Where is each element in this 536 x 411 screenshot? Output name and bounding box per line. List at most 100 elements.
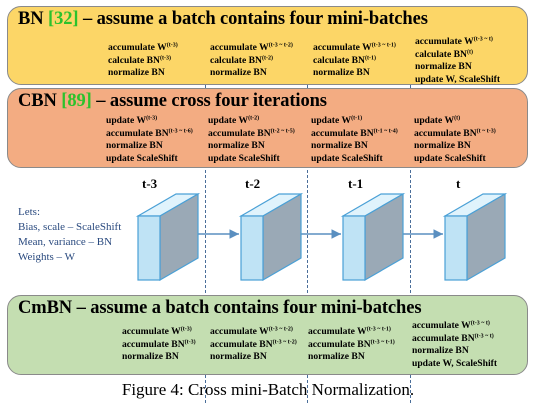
step-line-superscript: (t-2) — [261, 55, 273, 61]
step-line: normalize BN — [108, 67, 178, 80]
bn-title: BN [32] – assume a batch contains four m… — [18, 9, 428, 30]
step-line-text: accumulate BN — [210, 338, 273, 350]
block-front-face — [137, 215, 161, 281]
step-line-text: normalize BN — [412, 345, 469, 356]
step-line-superscript: (t-1) — [351, 115, 363, 122]
step-line: accumulate W(t-3 ~ t) — [412, 320, 497, 333]
step-line-text: update ScaleShift — [106, 152, 178, 164]
step-line: calculate BN(t-2) — [210, 55, 293, 68]
legend-heading: Lets: — [18, 206, 40, 218]
step-line-text: normalize BN — [122, 351, 179, 362]
step-line: update W(t-1) — [311, 115, 398, 128]
step-line: accumulate W(t-3 ~ t-2) — [210, 42, 293, 55]
step-line-text: accumulate W — [210, 42, 269, 53]
step-line-text: accumulate W — [313, 42, 372, 53]
step-line-text: accumulate BN — [308, 338, 371, 350]
time-step-label: t-1 — [348, 176, 364, 191]
bn-step-column: accumulate W(t-3 ~ t-2)calculate BN(t-2)… — [210, 42, 293, 80]
step-line: accumulate W(t-3 ~ t) — [415, 36, 500, 49]
time-block — [135, 192, 201, 282]
time-block — [340, 192, 406, 282]
legend: Lets: Bias, scale – ScaleShift Mean, var… — [18, 205, 121, 265]
step-line: normalize BN — [106, 140, 193, 153]
step-line: update ScaleShift — [106, 153, 193, 166]
step-line-text: normalize BN — [313, 67, 370, 78]
step-line: update ScaleShift — [208, 153, 295, 166]
step-line: normalize BN — [210, 67, 293, 80]
step-line: normalize BN — [414, 140, 496, 153]
step-line-text: accumulate BN — [311, 127, 374, 139]
step-line-text: accumulate W — [108, 42, 167, 53]
step-line: normalize BN — [415, 61, 500, 74]
step-line: accumulate W(t-3 ~ t-1) — [313, 42, 396, 55]
time-step-label: t-2 — [245, 176, 261, 191]
block-front-face — [240, 215, 264, 281]
step-line-text: calculate BN — [108, 54, 160, 66]
step-line-superscript: (t-3 ~ t-1) — [366, 326, 391, 333]
figure-caption: Figure 4: Cross mini-Batch Normalization… — [121, 380, 415, 399]
bn-step-column: accumulate W(t-3)calculate BN(t-3)normal… — [108, 42, 178, 80]
step-line: update W(t) — [414, 115, 496, 128]
step-line-text: normalize BN — [414, 140, 471, 151]
step-line-superscript: (t-3 ~ t) — [473, 36, 493, 43]
step-line: normalize BN — [308, 351, 395, 364]
step-line-text: calculate BN — [210, 54, 262, 66]
cbn-step-column: update W(t-1)accumulate BN(t-1 ~ t-4)nor… — [311, 115, 398, 165]
step-line: accumulate BN(t-3 ~ t-2) — [210, 339, 297, 352]
step-line: normalize BN — [210, 351, 297, 364]
step-line: accumulate BN(t-3 ~ t-6) — [106, 128, 193, 141]
time-divider — [410, 35, 411, 403]
step-line: calculate BN(t-3) — [108, 55, 178, 68]
bn-band: BN [32] – assume a batch contains four m… — [7, 6, 528, 85]
step-line: accumulate W(t-3) — [122, 326, 196, 339]
cmbn-step-column: accumulate W(t-3)accumulate BN(t-3)norma… — [122, 326, 196, 364]
step-line: update W, ScaleShift — [412, 358, 497, 371]
cmbn-step-column: accumulate W(t-3 ~ t-2)accumulate BN(t-3… — [210, 326, 297, 364]
cbn-step-column: update W(t-2)accumulate BN(t-2 ~ t-5)nor… — [208, 115, 295, 165]
time-block — [442, 192, 508, 282]
step-line-text: update W — [414, 115, 455, 126]
step-line: accumulate BN(t-2 ~ t-5) — [208, 128, 295, 141]
step-line-superscript: (t-3) — [159, 55, 171, 61]
step-line: calculate BN(t) — [415, 49, 500, 62]
step-line: accumulate W(t-3) — [108, 42, 178, 55]
step-line-text: update W, ScaleShift — [415, 73, 501, 85]
step-line-text: accumulate BN — [412, 332, 475, 344]
step-line: calculate BN(t-1) — [313, 55, 396, 68]
step-line-superscript: (t-3 ~ t-2) — [268, 326, 293, 333]
step-line-superscript: (t-2 ~ t-5) — [270, 128, 295, 134]
step-line-superscript: (t-3 ~ t) — [470, 320, 490, 327]
step-line: accumulate BN(t ~ t-3) — [414, 128, 496, 141]
step-line: normalize BN — [208, 140, 295, 153]
step-line-text: accumulate W — [415, 36, 474, 47]
step-line-superscript: (t ~ t-3) — [476, 128, 496, 134]
step-line: accumulate BN(t-3 ~ t) — [412, 333, 497, 346]
step-line-text: normalize BN — [415, 61, 472, 72]
step-line-text: accumulate W — [122, 326, 181, 337]
step-line-superscript: (t-3 ~ t-1) — [371, 42, 396, 49]
time-divider — [307, 35, 308, 403]
step-line-superscript: (t-1) — [364, 55, 376, 61]
step-line-text: normalize BN — [208, 140, 265, 151]
step-line-superscript: (t-3 ~ t-1) — [370, 339, 395, 345]
step-line-text: calculate BN — [415, 48, 467, 60]
step-line-superscript: (t) — [454, 115, 461, 122]
step-line-superscript: (t) — [466, 49, 473, 55]
bn-citation: [32] — [48, 9, 79, 29]
cbn-title: CBN [89] – assume cross four iterations — [18, 91, 327, 112]
step-line-text: normalize BN — [308, 351, 365, 362]
step-line-text: calculate BN — [313, 54, 365, 66]
step-line-text: normalize BN — [210, 351, 267, 362]
time-divider — [205, 35, 206, 403]
cbn-citation: [89] — [61, 91, 92, 111]
bn-step-column: accumulate W(t-3 ~ t-1)calculate BN(t-1)… — [313, 42, 396, 80]
bn-step-column: accumulate W(t-3 ~ t)calculate BN(t)norm… — [415, 36, 501, 85]
step-line-text: accumulate BN — [414, 127, 477, 139]
time-step-label: t-3 — [142, 176, 158, 191]
step-line-text: accumulate BN — [208, 127, 271, 139]
time-block — [238, 192, 304, 282]
cmbn-band: CmBN – assume a batch contains four mini… — [7, 295, 528, 375]
step-line-text: accumulate W — [412, 320, 471, 331]
bn-title-text: – assume a batch contains four mini-batc… — [78, 9, 428, 29]
